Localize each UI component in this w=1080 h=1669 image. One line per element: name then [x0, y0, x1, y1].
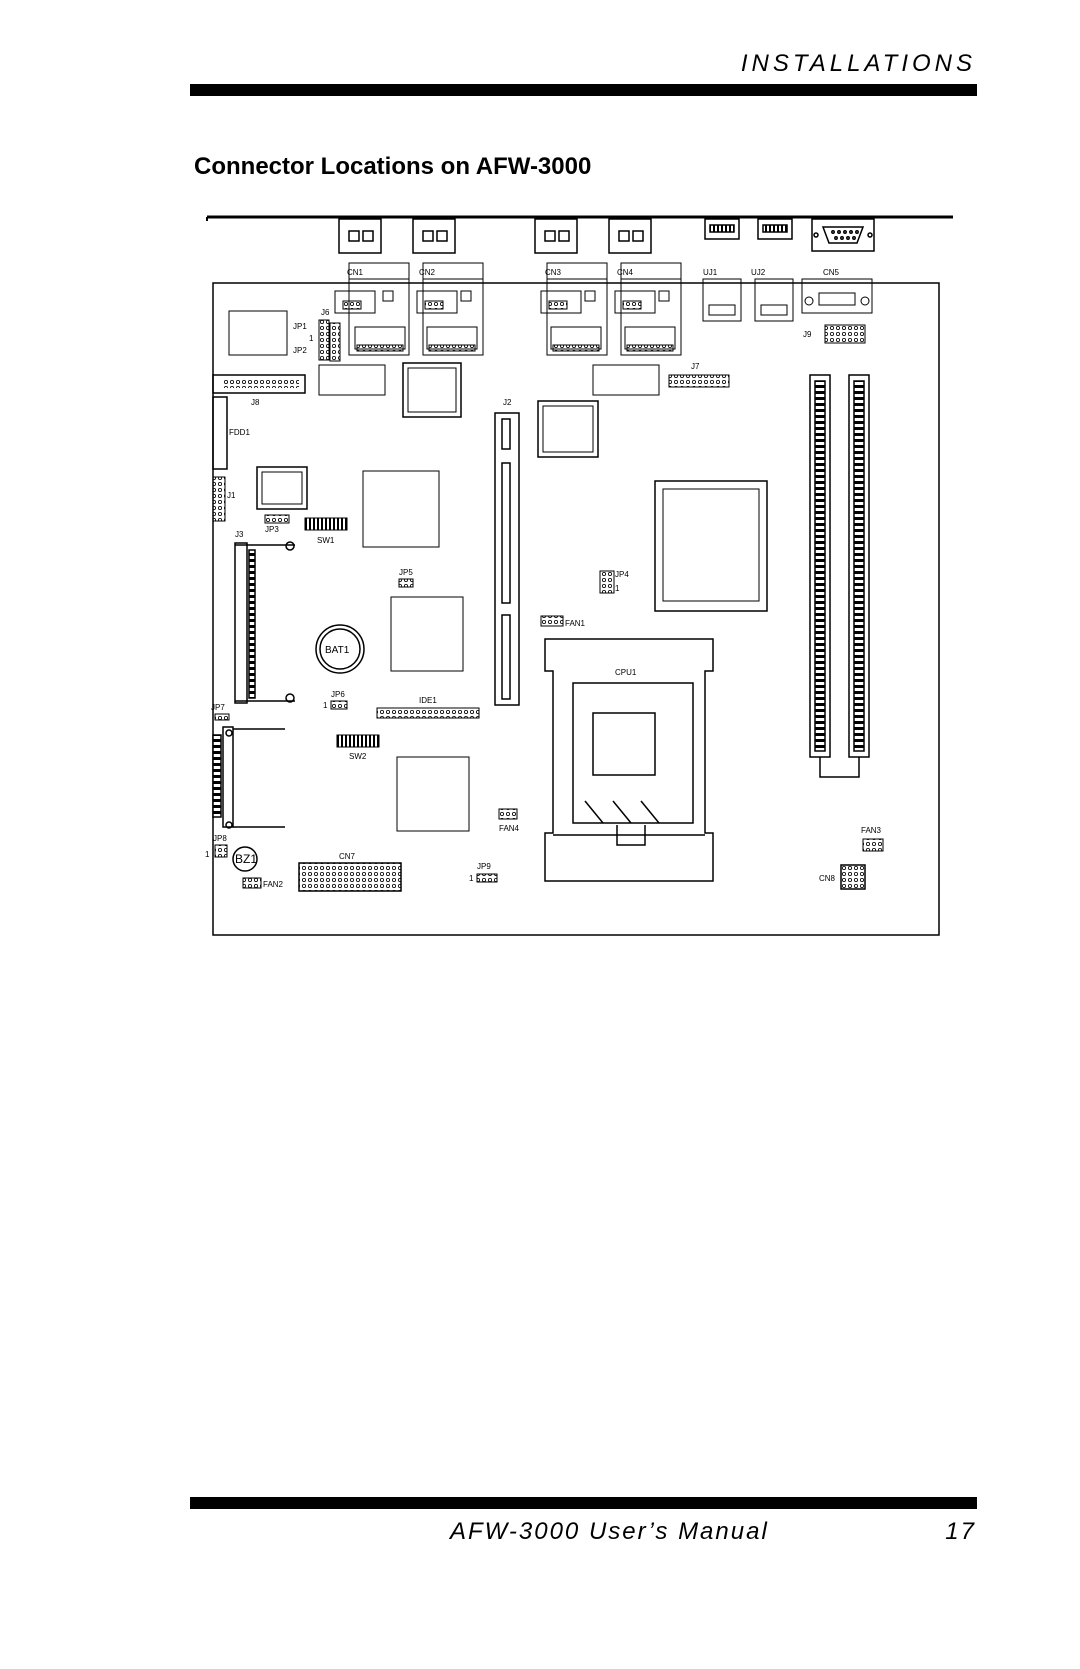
label-j3: J3	[235, 530, 244, 539]
label-cn5: CN5	[823, 268, 840, 277]
label-sw2: SW2	[349, 752, 367, 761]
board-outline	[212, 282, 940, 936]
label-fan3: FAN3	[861, 826, 882, 835]
label-cn7: CN7	[339, 852, 356, 861]
lan-connectors	[334, 262, 682, 356]
connector-cn7	[298, 862, 402, 892]
rear-serial-port	[811, 218, 875, 252]
header-jp1-jp2	[329, 322, 341, 362]
header-fan1	[540, 615, 564, 627]
header-fan2	[242, 877, 262, 889]
dip-switch-sw1	[304, 517, 348, 531]
label-jp1-pin: 1	[309, 334, 314, 343]
sodimm-slot-j3	[234, 541, 295, 704]
chip-big-right	[654, 480, 768, 612]
label-jp8-pin: 1	[205, 850, 210, 859]
label-jp1: JP1	[293, 322, 307, 331]
jumper-jp3	[264, 514, 290, 524]
label-fan4: FAN4	[499, 824, 520, 833]
label-ide1: IDE1	[419, 696, 437, 705]
label-j1: J1	[227, 491, 236, 500]
label-jp9: JP9	[477, 862, 491, 871]
top-rule	[190, 84, 977, 96]
label-jp6-pin: 1	[323, 701, 328, 710]
chip-north	[537, 400, 599, 458]
buzzer-bz1	[232, 846, 258, 872]
section-header: INSTALLATIONS	[740, 50, 976, 77]
label-cpu1: CPU1	[615, 668, 637, 677]
battery-bat1	[315, 624, 365, 674]
connector-ide1	[376, 707, 480, 719]
label-jp7: JP7	[211, 703, 225, 712]
label-jp5: JP5	[399, 568, 413, 577]
chip-mid-1	[256, 466, 308, 510]
label-j6: J6	[321, 308, 330, 317]
label-cn3: CN3	[545, 268, 562, 277]
footer-manual-title: AFW-3000 User’s Manual	[450, 1518, 769, 1545]
slot-j2	[494, 412, 520, 706]
chip-upper-1	[318, 364, 386, 396]
label-cn2: CN2	[419, 268, 436, 277]
jumper-jp6	[330, 700, 348, 710]
chip-mid-2	[362, 470, 440, 548]
header-fan3	[862, 838, 884, 852]
chip-south	[390, 596, 464, 672]
dimm-slots	[809, 374, 870, 778]
label-bz1: BZ1	[235, 852, 257, 866]
label-jp3: JP3	[265, 525, 279, 534]
label-uj2: UJ2	[751, 268, 766, 277]
chip-upper-3	[592, 364, 660, 396]
label-j9: J9	[803, 330, 812, 339]
label-fan1: FAN1	[565, 619, 586, 628]
jumper-jp5	[398, 578, 414, 588]
page-title: Connector Locations on AFW-3000	[194, 153, 592, 180]
label-cn1: CN1	[347, 268, 364, 277]
connector-j8	[212, 374, 306, 394]
header-j6	[318, 319, 330, 361]
label-fan2: FAN2	[263, 880, 284, 889]
label-jp4-pin: 1	[615, 584, 620, 593]
dip-switch-sw2	[336, 734, 380, 748]
header-j9	[824, 324, 866, 344]
rear-rj45-ports	[338, 218, 652, 254]
rear-usb-ports	[704, 218, 793, 240]
jumper-jp7	[214, 713, 230, 721]
label-cn8: CN8	[819, 874, 836, 883]
label-jp4: JP4	[615, 570, 629, 579]
label-jp8: JP8	[213, 834, 227, 843]
label-j8: J8	[251, 398, 260, 407]
jumper-jp8	[214, 844, 228, 858]
jumper-jp9	[476, 873, 498, 883]
connector-j7	[668, 374, 730, 388]
label-bat1: BAT1	[325, 645, 350, 656]
cpu-socket	[544, 638, 714, 882]
label-fdd1: FDD1	[229, 428, 250, 437]
label-j2: J2	[503, 398, 512, 407]
board-diagram: CN1 CN2 CN3 CN4 UJ1 UJ2 CN5 J6 JP1 1 JP2…	[205, 215, 953, 936]
label-jp2: JP2	[293, 346, 307, 355]
cf-slot	[212, 726, 285, 829]
label-jp6: JP6	[331, 690, 345, 699]
header-j1	[212, 476, 226, 522]
header-fan4	[498, 808, 518, 820]
rear-panel	[206, 215, 953, 221]
page-number: 17	[945, 1518, 976, 1545]
label-jp9-pin: 1	[469, 874, 474, 883]
label-j7: J7	[691, 362, 700, 371]
serial-connector-cn5	[801, 278, 873, 314]
connector-fdd1	[212, 396, 228, 470]
chip-bottom	[396, 756, 470, 832]
bottom-rule	[190, 1497, 977, 1509]
label-sw1: SW1	[317, 536, 335, 545]
chip-upper-2	[402, 362, 462, 418]
connector-cn8	[840, 864, 866, 890]
label-uj1: UJ1	[703, 268, 718, 277]
chip-left-top	[228, 310, 288, 356]
usb-connectors	[702, 278, 794, 322]
label-cn4: CN4	[617, 268, 634, 277]
jumper-jp4	[599, 570, 615, 594]
